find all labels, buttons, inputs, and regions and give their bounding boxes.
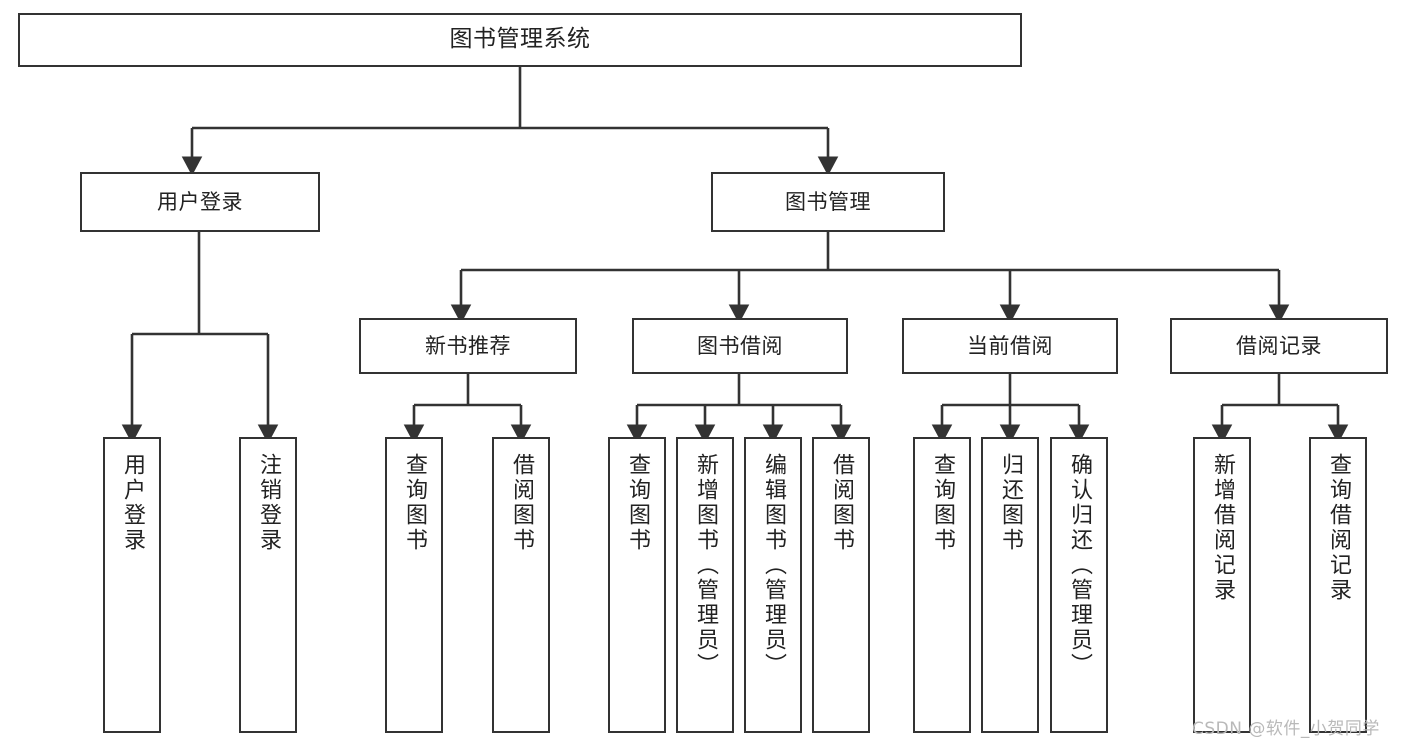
node-current-borrow-label: 当前借阅 [967,333,1053,358]
node-book-manage[interactable]: 图书管理 [711,172,945,232]
node-root[interactable]: 图书管理系统 [18,13,1022,67]
node-leaf-add-record[interactable]: 新增借阅记录 [1193,437,1251,733]
node-new-book-recommend[interactable]: 新书推荐 [359,318,577,374]
node-leaf-user-login-label: 用户登录 [120,453,145,553]
node-leaf-add-record-label: 新增借阅记录 [1210,453,1235,603]
node-book-borrow[interactable]: 图书借阅 [632,318,848,374]
node-leaf-query-record[interactable]: 查询借阅记录 [1309,437,1367,733]
node-new-book-recommend-label: 新书推荐 [425,333,511,358]
node-leaf-edit-book[interactable]: 编辑图书（管理员） [744,437,802,733]
node-leaf-confirm-return[interactable]: 确认归还（管理员） [1050,437,1108,733]
node-leaf-borrow-book-2[interactable]: 借阅图书 [812,437,870,733]
node-borrow-record-label: 借阅记录 [1236,333,1322,358]
csdn-watermark: CSDN @软件_小贺同学 [1192,719,1380,739]
node-leaf-borrow-book-1-label: 借阅图书 [509,453,534,553]
node-leaf-user-logout-label: 注销登录 [256,453,281,553]
node-leaf-user-logout[interactable]: 注销登录 [239,437,297,733]
node-book-borrow-label: 图书借阅 [697,333,783,358]
node-leaf-query-record-label: 查询借阅记录 [1326,453,1351,603]
node-book-manage-label: 图书管理 [785,189,871,214]
node-leaf-return-book-label: 归还图书 [998,453,1023,553]
node-user-login-label: 用户登录 [157,189,243,214]
node-leaf-user-login[interactable]: 用户登录 [103,437,161,733]
node-leaf-query-book-1[interactable]: 查询图书 [385,437,443,733]
node-leaf-query-book-2-label: 查询图书 [625,453,650,553]
node-leaf-query-book-3[interactable]: 查询图书 [913,437,971,733]
node-user-login[interactable]: 用户登录 [80,172,320,232]
node-leaf-query-book-3-label: 查询图书 [930,453,955,553]
node-leaf-edit-book-label: 编辑图书（管理员） [761,453,786,678]
node-leaf-return-book[interactable]: 归还图书 [981,437,1039,733]
node-leaf-borrow-book-2-label: 借阅图书 [829,453,854,553]
node-borrow-record[interactable]: 借阅记录 [1170,318,1388,374]
node-leaf-confirm-return-label: 确认归还（管理员） [1067,453,1092,678]
node-root-label: 图书管理系统 [449,26,591,53]
node-leaf-query-book-2[interactable]: 查询图书 [608,437,666,733]
node-leaf-add-book[interactable]: 新增图书（管理员） [676,437,734,733]
node-leaf-add-book-label: 新增图书（管理员） [693,453,718,678]
node-leaf-borrow-book-1[interactable]: 借阅图书 [492,437,550,733]
node-leaf-query-book-1-label: 查询图书 [402,453,427,553]
node-current-borrow[interactable]: 当前借阅 [902,318,1118,374]
